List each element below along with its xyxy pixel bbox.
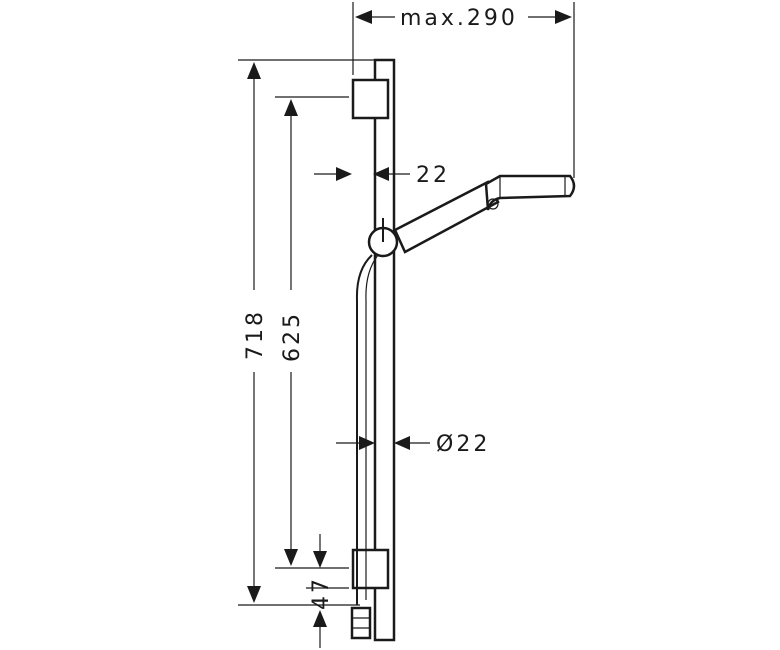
max-width-label: max.290 (400, 6, 518, 31)
bar-offset-label: 22 (416, 163, 450, 188)
holder-arm (393, 180, 500, 254)
bottom-bracket (351, 548, 390, 590)
bottom-offset-label: 47 (309, 576, 334, 610)
dim-bracket-spacing: 625 (275, 96, 349, 569)
total-height-label: 718 (243, 309, 268, 360)
hose-inner (365, 254, 379, 600)
dim-total-height: 718 (238, 59, 392, 606)
hose-connector (350, 606, 372, 640)
shower-rail-outline (350, 58, 576, 642)
top-bracket (351, 78, 390, 120)
dim-bar-diameter: Ø22 (336, 432, 490, 457)
bracket-spacing-label: 625 (280, 311, 305, 362)
bar-diameter-label: Ø22 (436, 432, 490, 457)
dim-max-width: max.290 (352, 2, 575, 178)
dim-bottom-offset: 47 (306, 534, 349, 648)
hose (355, 254, 373, 605)
dim-bar-offset: 22 (314, 130, 450, 188)
handshower-head (484, 174, 576, 211)
